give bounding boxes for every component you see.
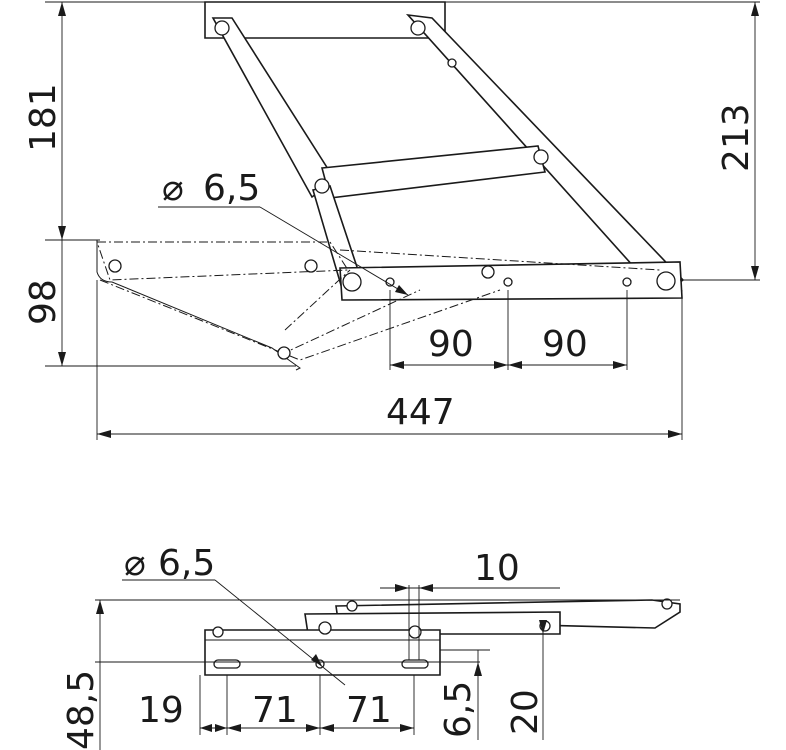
dim-overall-length: 447 (386, 392, 455, 433)
dim-height-lower: 98 (23, 279, 64, 325)
phantom-lower-plate (96, 241, 349, 281)
phantom-hole (304, 259, 318, 273)
side-view: 181 98 213 ⌀ 6,5 90 90 447 (23, 1, 760, 440)
dim-hole-offset: 6,5 (438, 681, 479, 738)
pivot-hole (342, 272, 362, 292)
cross-bar (320, 145, 547, 199)
dim-hole-spacing-2: 71 (346, 690, 392, 731)
pivot-hole (410, 20, 426, 36)
rivet (661, 598, 673, 610)
diameter-symbol: ⌀ (124, 543, 146, 584)
rivet (346, 600, 358, 612)
phantom-hole (108, 259, 122, 273)
dim-edge-offset: 19 (138, 690, 184, 731)
base-mounting-plate (204, 629, 441, 676)
dim-slot-width: 10 (474, 548, 520, 589)
dim-hole-spacing-2: 90 (542, 324, 588, 365)
pivot-hole (314, 178, 330, 194)
dim-hole-diameter: 6,5 (203, 168, 260, 209)
bottom-view: ⌀ 6,5 10 48,5 19 71 71 6,5 20 (61, 543, 681, 750)
pivot-hole (656, 271, 676, 291)
diameter-symbol: ⌀ (162, 168, 184, 209)
dim-hole-spacing-1: 90 (428, 324, 474, 365)
phantom-arm-1 (99, 279, 501, 361)
phantom-hole (277, 346, 291, 360)
phantom-outline (96, 240, 301, 371)
mounting-slot (213, 659, 241, 669)
arm-plate-middle (304, 611, 561, 635)
rivet (318, 621, 332, 635)
phantom-line-3 (339, 249, 661, 271)
dim-height-upper: 181 (23, 83, 64, 152)
rivet (212, 626, 224, 638)
dim-flange-height: 20 (505, 689, 546, 735)
dim-hole-spacing-1: 71 (252, 690, 298, 731)
mounting-hole (503, 277, 513, 287)
pivot-hole (447, 58, 457, 68)
phantom-arm-2 (279, 269, 421, 356)
phantom-hole (481, 265, 495, 279)
dim-height: 48,5 (61, 670, 102, 750)
dim-height-total: 213 (716, 103, 757, 172)
dim-hole-diameter: 6,5 (158, 543, 215, 584)
pivot-hole (533, 149, 549, 165)
mounting-slot (401, 659, 429, 669)
mounting-hole (622, 277, 632, 287)
pivot-hole (214, 20, 230, 36)
